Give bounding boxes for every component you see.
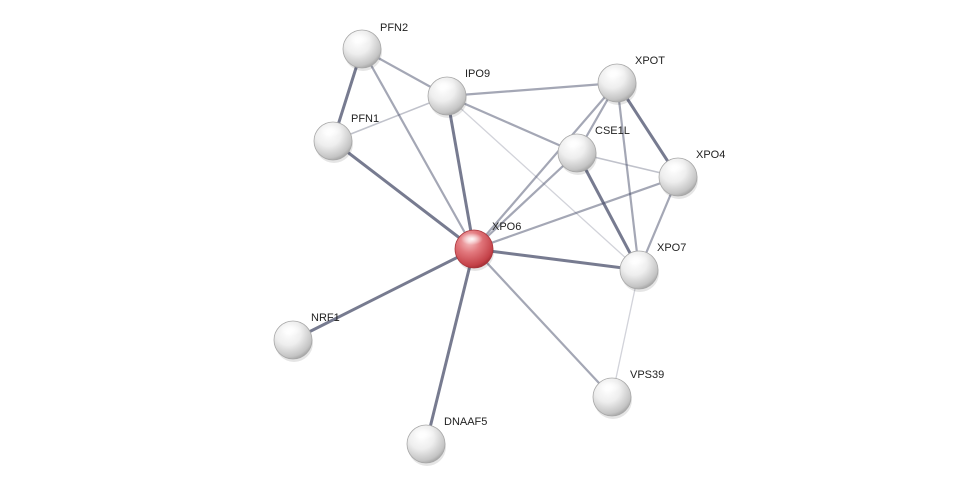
node-label-pfn2: PFN2 — [380, 22, 408, 34]
node-highlight — [665, 161, 687, 173]
node-pfn1[interactable]: PFN1 — [313, 113, 379, 163]
node-highlight — [599, 381, 621, 393]
node-label-pfn1: PFN1 — [351, 113, 379, 125]
edge-cse1l-xpo6[interactable] — [472, 151, 579, 251]
edge-pfn1-xpo6[interactable] — [331, 139, 476, 251]
node-label-xpo7: XPO7 — [657, 242, 686, 254]
node-label-cse1l: CSE1L — [595, 125, 630, 137]
node-label-dnaaf5: DNAAF5 — [444, 416, 487, 428]
node-xpo7[interactable]: XPO7 — [619, 242, 686, 292]
node-highlight — [604, 67, 626, 79]
edge-xpo6-dnaaf5[interactable] — [424, 247, 476, 446]
edge-ipo9-cse1l[interactable] — [445, 94, 579, 155]
node-highlight — [461, 233, 483, 245]
node-highlight — [413, 428, 435, 440]
node-label-ipo9: IPO9 — [465, 68, 490, 80]
node-label-vps39: VPS39 — [630, 369, 664, 381]
node-highlight — [434, 80, 456, 92]
edge-pfn2-xpo6[interactable] — [360, 47, 476, 251]
edge-xpo7-vps39[interactable] — [611, 269, 640, 398]
node-label-nrf1: NRF1 — [311, 312, 340, 324]
node-ipo9[interactable]: IPO9 — [427, 68, 490, 118]
edge-xpo4-xpo6[interactable] — [472, 175, 680, 251]
edge-xpo6-vps39[interactable] — [472, 247, 614, 399]
node-xpo4[interactable]: XPO4 — [658, 149, 725, 199]
edge-xpot-xpo7[interactable] — [615, 81, 641, 272]
node-highlight — [280, 324, 302, 336]
node-highlight — [564, 137, 586, 149]
node-dnaaf5[interactable]: DNAAF5 — [406, 416, 487, 466]
edge-pfn1-ipo9[interactable] — [332, 95, 448, 142]
node-nrf1[interactable]: NRF1 — [273, 312, 340, 362]
node-label-xpot: XPOT — [635, 55, 665, 67]
edge-xpo7-xpo6[interactable] — [472, 247, 641, 272]
node-xpot[interactable]: XPOT — [597, 55, 665, 105]
node-vps39[interactable]: VPS39 — [592, 369, 664, 419]
node-cse1l[interactable]: CSE1L — [557, 125, 630, 175]
edge-cse1l-xpo7[interactable] — [575, 151, 641, 272]
node-pfn2[interactable]: PFN2 — [342, 22, 408, 71]
node-highlight — [320, 125, 342, 137]
node-label-xpo4: XPO4 — [696, 149, 725, 161]
edge-xpot-xpo6[interactable] — [472, 81, 619, 251]
edge-ipo9-xpo6[interactable] — [445, 94, 476, 251]
node-highlight — [626, 254, 648, 266]
edge-ipo9-xpot[interactable] — [445, 81, 619, 98]
node-highlight — [349, 33, 371, 45]
edge-ipo9-xpo7[interactable] — [446, 95, 640, 271]
node-xpo6[interactable]: XPO6 — [454, 221, 521, 271]
node-label-xpo6: XPO6 — [492, 221, 521, 233]
edge-xpo6-nrf1[interactable] — [291, 247, 476, 342]
